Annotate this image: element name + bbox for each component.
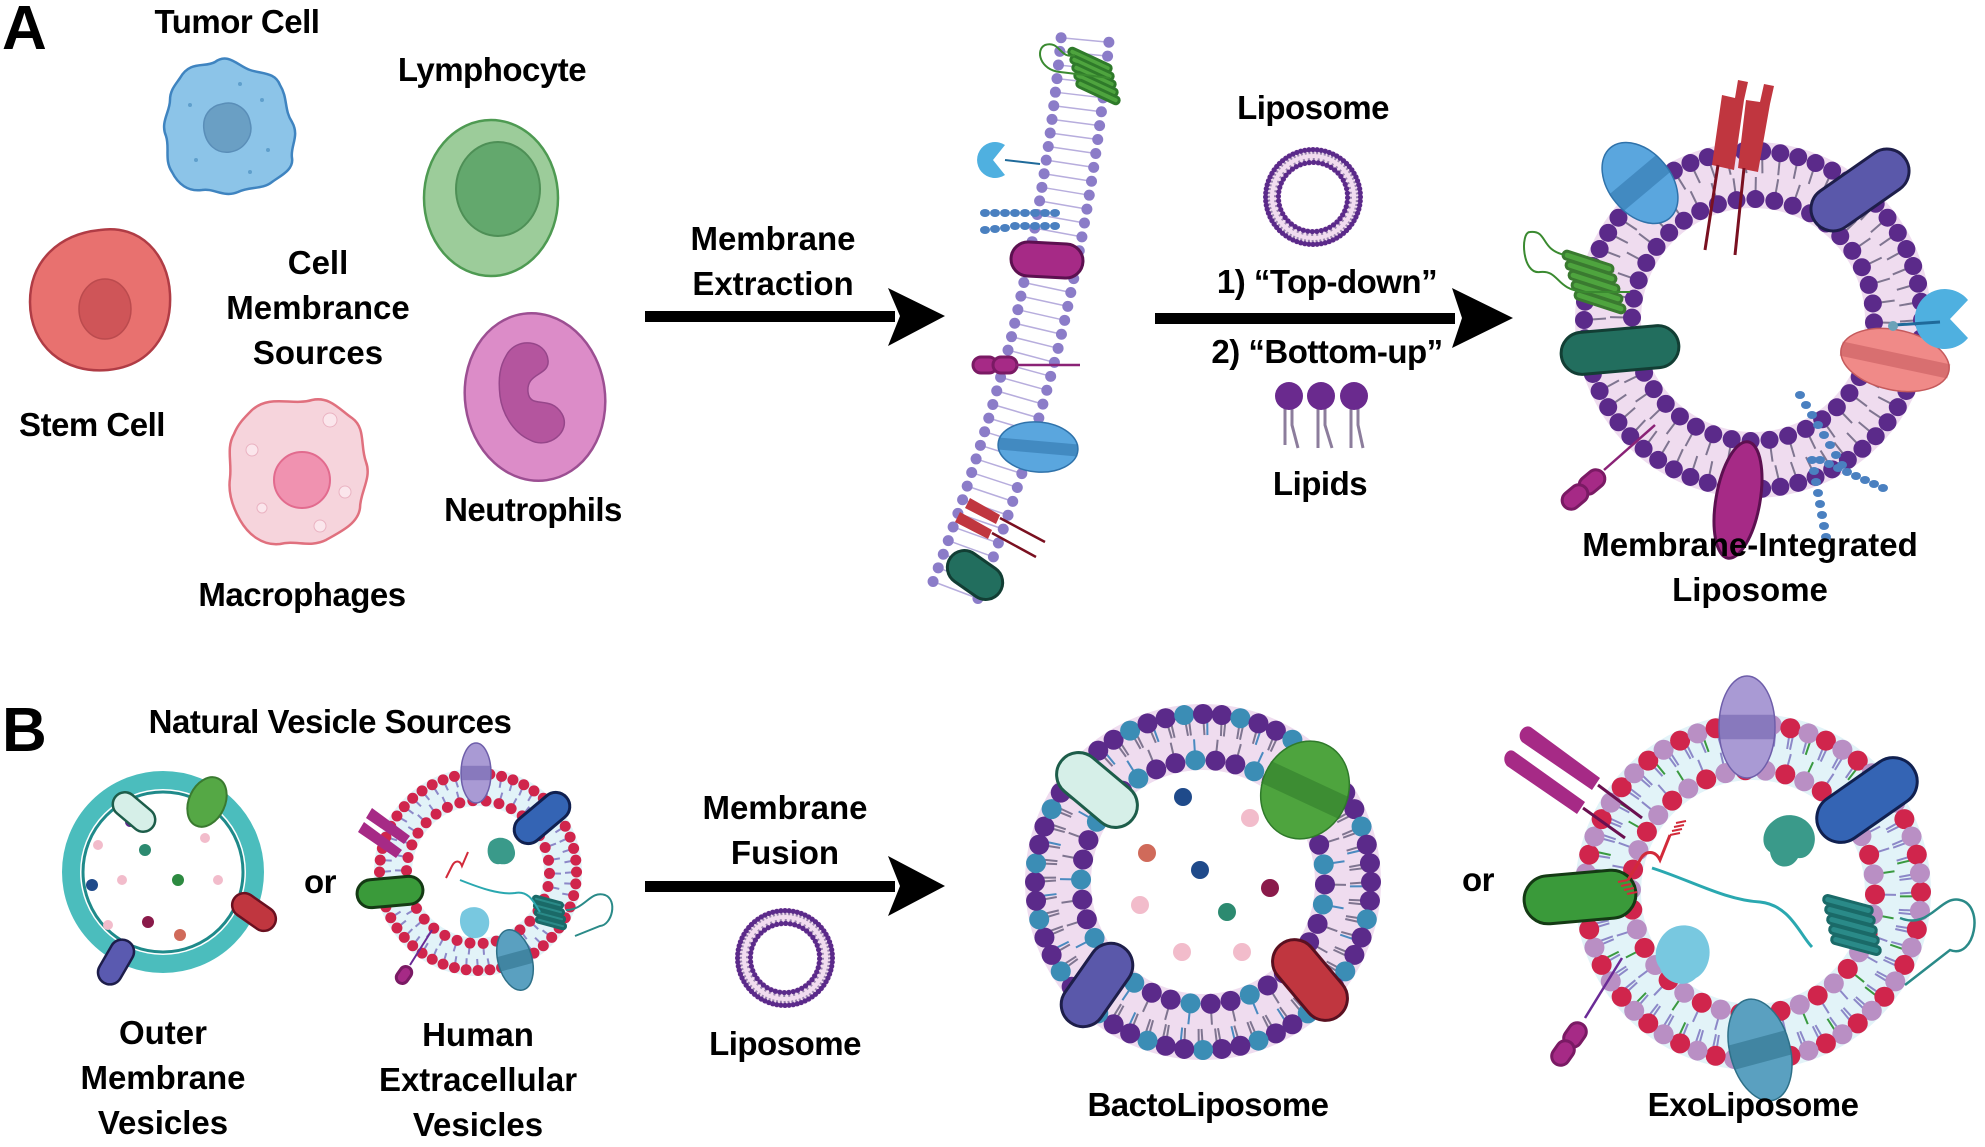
stem-cell-illustration <box>30 229 170 370</box>
label-line: Vesicles <box>379 1102 577 1147</box>
label-line: Membrane <box>80 1055 245 1100</box>
exoliposome-label: ExoLiposome <box>1648 1083 1859 1127</box>
label-line: Membrane <box>690 216 855 261</box>
liposome-icon-panel-a <box>1263 147 1363 247</box>
label-line: Human <box>379 1012 577 1057</box>
label-line: Vesicles <box>80 1100 245 1145</box>
label-line: Cell <box>226 240 409 285</box>
liposome-label-a: Liposome <box>1237 86 1389 130</box>
membrane-integrated-liposome-label: Membrane-Integrated Liposome <box>1582 522 1918 612</box>
lymphocyte-label: Lymphocyte <box>398 48 586 92</box>
natural-vesicle-sources-title: Natural Vesicle Sources <box>149 700 512 744</box>
membrane-fusion-label: Membrane Fusion <box>702 785 867 875</box>
label-line: Extracellular <box>379 1057 577 1102</box>
bactoliposome-label: BactoLiposome <box>1087 1083 1328 1127</box>
human-extracellular-vesicles-label: Human Extracellular Vesicles <box>379 1012 577 1147</box>
exoliposome-illustration <box>1504 676 1974 1108</box>
neutrophil-illustration <box>454 304 616 490</box>
macrophages-label: Macrophages <box>198 573 405 617</box>
bottom-up-label: 2) “Bottom-up” <box>1211 330 1442 374</box>
bactoliposome-illustration <box>1025 704 1381 1060</box>
panel-a-letter: A <box>2 0 47 60</box>
lipids-label: Lipids <box>1273 462 1367 506</box>
extracellular-vesicle-illustration <box>356 743 612 994</box>
label-line: Sources <box>226 330 409 375</box>
label-line: Extraction <box>690 261 855 306</box>
panel-b-letter: B <box>2 700 47 762</box>
cell-membrane-fragment <box>928 32 1121 606</box>
tumor-cell-illustration <box>164 58 295 193</box>
label-line: Membrane <box>702 785 867 830</box>
top-down-label: 1) “Top-down” <box>1217 260 1437 304</box>
label-line: Membrane-Integrated <box>1582 522 1918 567</box>
label-line: Outer <box>80 1010 245 1055</box>
stem-cell-label: Stem Cell <box>19 403 165 447</box>
lipids-icon <box>1275 382 1368 448</box>
neutrophils-label: Neutrophils <box>444 488 622 532</box>
label-line: Membrance <box>226 285 409 330</box>
tumor-cell-label: Tumor Cell <box>155 0 320 44</box>
liposome-label-b: Liposome <box>709 1022 861 1066</box>
label-line: Fusion <box>702 830 867 875</box>
label-line: Liposome <box>1582 567 1918 612</box>
outer-membrane-vesicles-label: Outer Membrane Vesicles <box>80 1010 245 1145</box>
cell-membrane-sources-label: Cell Membrance Sources <box>226 240 409 375</box>
or-label-2: or <box>1462 858 1494 902</box>
liposome-icon-panel-b <box>735 908 835 1008</box>
lymphocyte-illustration <box>424 120 558 276</box>
membrane-integrated-liposome-illustration <box>1524 80 1968 562</box>
outer-membrane-vesicle-illustration <box>71 771 281 989</box>
macrophage-illustration <box>229 399 367 544</box>
membrane-extraction-label: Membrane Extraction <box>690 216 855 306</box>
or-label-1: or <box>304 860 336 904</box>
